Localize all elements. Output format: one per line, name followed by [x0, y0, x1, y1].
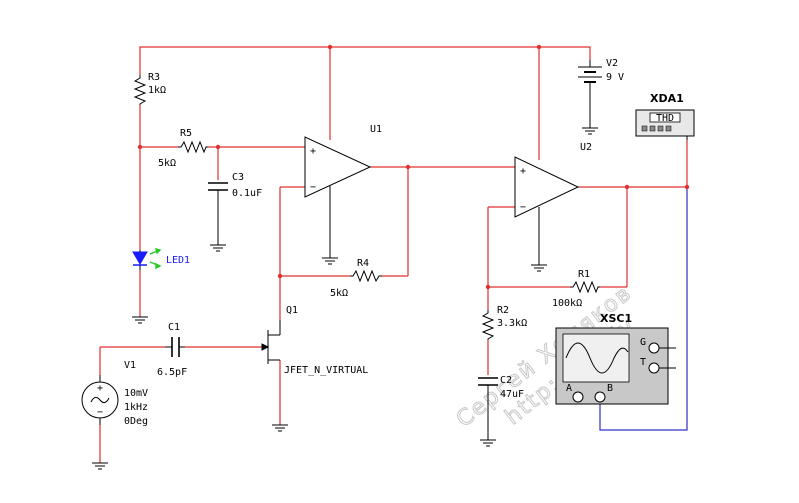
svg-text:G: G	[640, 337, 646, 348]
ground-c3	[210, 244, 226, 252]
u2-ref: U2	[580, 142, 592, 153]
opamp-u2[interactable]: + − U2	[514, 142, 592, 265]
u2-minus-pin: −	[520, 202, 526, 213]
ground-c2	[480, 439, 496, 447]
r5-value: 5kΩ	[158, 158, 176, 169]
ground-led	[132, 316, 148, 324]
xsc1-terminal-a[interactable]: A	[566, 383, 584, 403]
r2-ref: R2	[497, 305, 509, 316]
capacitor-c2[interactable]: C2 47uF	[478, 375, 524, 440]
xda1-buttons	[641, 125, 672, 132]
ground-q1	[272, 424, 288, 432]
xsc1-terminal-b[interactable]: B	[594, 383, 613, 403]
jfet-q1[interactable]: Q1 JFET_N_VIRTUAL	[261, 305, 368, 376]
wires-red	[99, 46, 688, 463]
v2-ref: V2	[606, 58, 618, 69]
resistor-r1[interactable]: R1 100kΩ	[552, 269, 600, 309]
v1-ref: V1	[124, 360, 136, 371]
ground-v2	[582, 127, 598, 135]
r1-value: 100kΩ	[552, 298, 582, 309]
ground-u1	[322, 257, 338, 265]
r1-ref: R1	[578, 269, 590, 280]
u1-ref: U1	[370, 124, 382, 135]
svg-text:+: +	[97, 383, 103, 394]
resistor-r5[interactable]: R5 5kΩ	[158, 128, 208, 169]
r3-value: 1kΩ	[148, 85, 166, 96]
capacitor-c1[interactable]: C1 6.5pF	[157, 322, 187, 378]
svg-text:T: T	[640, 357, 646, 368]
u2-plus-pin: +	[520, 166, 526, 177]
c2-ref: C2	[500, 375, 512, 386]
r4-value: 5kΩ	[330, 288, 348, 299]
xsc1-ref: XSC1	[600, 312, 632, 325]
ground-u2	[531, 264, 547, 272]
sine-wave-icon	[90, 396, 110, 404]
c3-ref: C3	[232, 172, 244, 183]
u1-minus-pin: −	[310, 182, 316, 193]
capacitor-c3[interactable]: C3 0.1uF	[208, 172, 262, 245]
led-led1[interactable]: LED1	[132, 248, 190, 270]
resistor-r2[interactable]: R2 3.3kΩ	[481, 305, 527, 340]
xsc1-terminal-g[interactable]: G	[640, 337, 660, 354]
resistor-r4[interactable]: R4 5kΩ	[330, 258, 382, 299]
c1-ref: C1	[168, 322, 180, 333]
scope-wave-icon	[565, 342, 629, 374]
opamp-u1[interactable]: + − U1	[304, 124, 382, 258]
r4-ref: R4	[357, 258, 369, 269]
r5-ref: R5	[180, 128, 192, 139]
v1-amp: 10mV	[124, 388, 148, 399]
v2-value: 9 V	[606, 72, 624, 83]
ground-v1	[92, 462, 108, 470]
ac-source-v1[interactable]: + − V1 10mV 1kHz 0Deg	[81, 360, 148, 427]
svg-text:A: A	[566, 383, 572, 394]
instrument-xda1[interactable]: XDA1 THD	[635, 92, 695, 140]
junctions	[137, 44, 690, 290]
battery-v2[interactable]: V2 9 V	[578, 58, 624, 128]
q1-ref: Q1	[286, 305, 298, 316]
led1-ref: LED1	[166, 255, 190, 266]
v1-phase: 0Deg	[124, 416, 148, 427]
r3-ref: R3	[148, 72, 160, 83]
svg-text:B: B	[607, 383, 613, 394]
resistor-r3[interactable]: R3 1kΩ	[133, 72, 166, 105]
c1-value: 6.5pF	[157, 367, 187, 378]
wires-blue	[599, 187, 688, 431]
led-light-icon	[149, 248, 162, 270]
xda1-ref: XDA1	[650, 92, 684, 105]
u1-plus-pin: +	[310, 146, 316, 157]
c2-value: 47uF	[500, 389, 524, 400]
svg-text:−: −	[97, 407, 103, 418]
xda1-label: THD	[656, 113, 674, 124]
instrument-xsc1[interactable]: XSC1 G T A B	[555, 312, 676, 405]
c3-value: 0.1uF	[232, 188, 262, 199]
q1-model: JFET_N_VIRTUAL	[284, 365, 368, 376]
v1-freq: 1kHz	[124, 402, 148, 413]
r2-value: 3.3kΩ	[497, 318, 527, 329]
